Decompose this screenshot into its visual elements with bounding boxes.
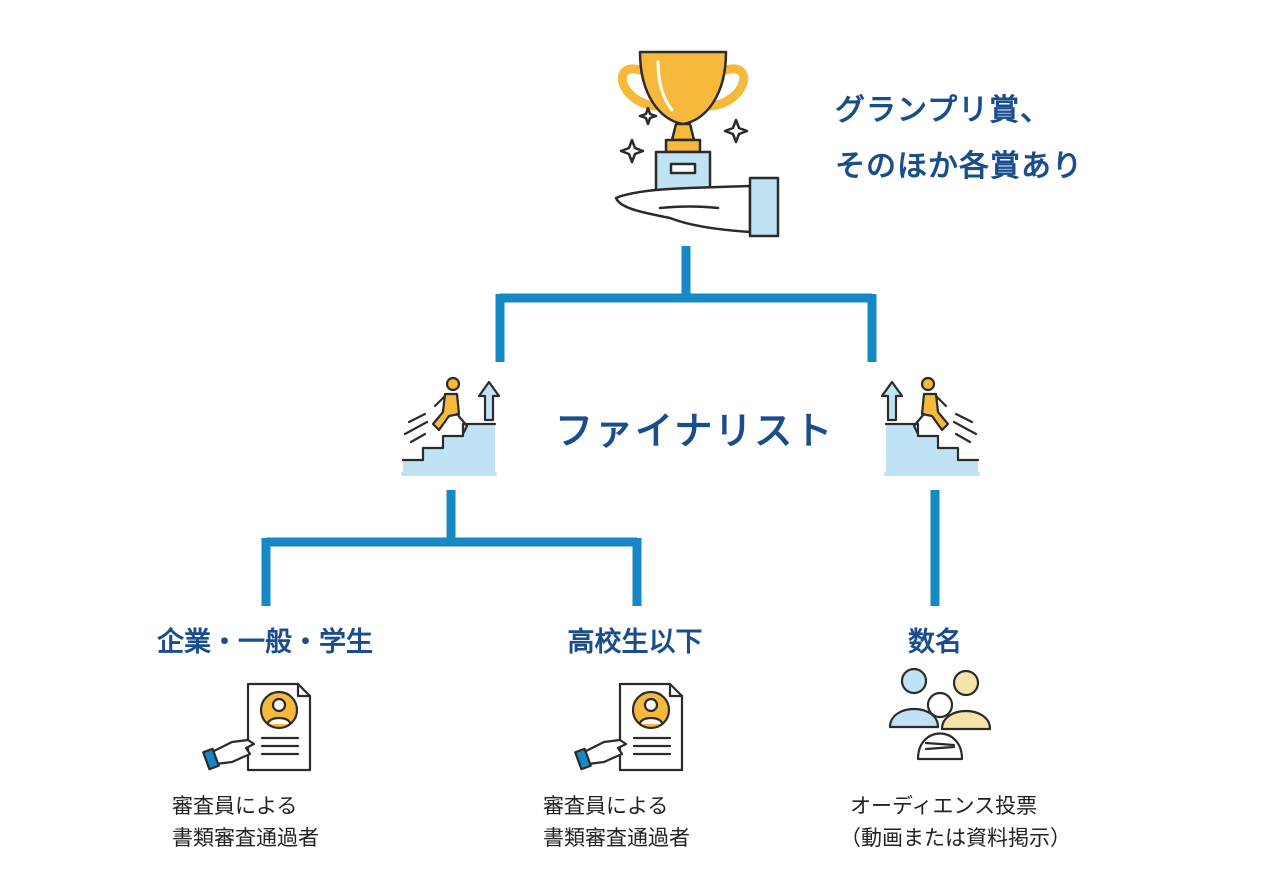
category-desc-highschool: 審査員による 書類審査通過者 xyxy=(543,790,690,854)
left-connector xyxy=(261,490,642,606)
top-connector xyxy=(495,246,877,362)
desc-line-2: 書類審査通過者 xyxy=(172,826,319,850)
finalist-label: ファイナリスト xyxy=(555,409,835,453)
grand-prix-title: グランプリ賞、 そのほか各賞あり xyxy=(835,83,1083,195)
category-label-company: 企業・一般・学生 xyxy=(157,627,373,658)
resume-document-icon xyxy=(202,682,312,772)
title-line-1: グランプリ賞、 xyxy=(835,93,1052,128)
desc-line-1: 審査員による xyxy=(543,794,669,818)
resume-document-icon-2 xyxy=(574,682,684,772)
audience-group-icon xyxy=(888,667,992,761)
desc-line-1: オーディエンス投票 xyxy=(850,794,1038,818)
category-label-audience: 数名 xyxy=(908,627,962,658)
desc-line-1: 審査員による xyxy=(172,794,298,818)
category-label-highschool: 高校生以下 xyxy=(567,627,703,658)
category-desc-company: 審査員による 書類審査通過者 xyxy=(172,790,319,854)
category-desc-audience: オーディエンス投票 （動画または資料掲示） xyxy=(840,790,1071,854)
desc-line-2: 書類審査通過者 xyxy=(543,826,690,850)
trophy-on-hand-icon xyxy=(614,50,780,238)
desc-line-2: （動画または資料掲示） xyxy=(840,826,1071,850)
title-line-2: そのほか各賞あり xyxy=(835,149,1083,184)
climbing-stairs-icon-right xyxy=(880,376,980,476)
climbing-stairs-icon xyxy=(401,376,501,476)
